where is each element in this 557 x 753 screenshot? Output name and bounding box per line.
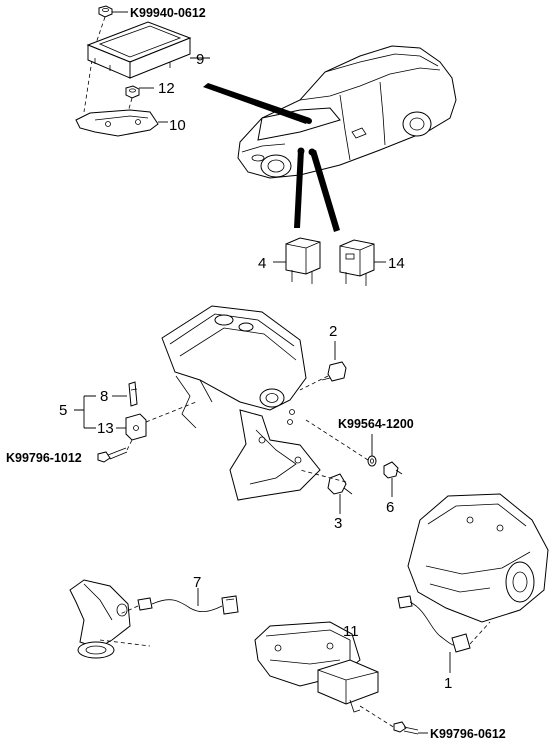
speed-sensor-1-icon <box>397 595 471 653</box>
callout-1: 1 <box>444 675 452 692</box>
car-illustration <box>237 45 457 179</box>
bracket-13-icon <box>125 413 147 441</box>
engine-block-illustration <box>161 305 321 501</box>
callout-6: 6 <box>386 499 394 516</box>
sensor-3-icon <box>327 473 353 495</box>
relay-14-icon <box>339 239 375 286</box>
control-unit-11-icon <box>317 659 379 713</box>
part-code-nut-top: K99940-0612 <box>130 6 206 20</box>
callout-11: 11 <box>343 623 359 640</box>
pointer-arrow-ecu <box>203 83 310 124</box>
callout-4: 4 <box>258 255 266 272</box>
nut-12-icon <box>125 85 140 99</box>
callout-9: 9 <box>196 51 204 68</box>
part-code-bolt-left: K99796-1012 <box>6 451 82 465</box>
sensor-2-icon <box>321 361 347 382</box>
sensor-8-icon <box>128 381 138 407</box>
transaxle-illustration <box>407 493 549 623</box>
pointer-arrow-relay-14 <box>310 150 340 232</box>
exhaust-manifold-illustration <box>69 579 131 659</box>
bolt-bottom-icon <box>393 721 419 735</box>
callout-8: 8 <box>100 388 108 405</box>
part-code-bolt-bottom: K99796-0612 <box>430 727 506 741</box>
bolt-left-icon <box>97 447 128 463</box>
ecu-module-icon <box>86 21 192 79</box>
ecu-bracket-icon <box>75 109 159 137</box>
relay-4-icon <box>285 237 321 284</box>
callout-10: 10 <box>169 117 186 134</box>
callout-7: 7 <box>193 574 201 591</box>
washer-icon <box>367 455 377 467</box>
callout-5: 5 <box>59 402 67 419</box>
callout-13: 13 <box>97 420 114 437</box>
callout-12: 12 <box>158 80 175 97</box>
sensor-6-icon <box>383 461 403 479</box>
callout-3: 3 <box>334 515 342 532</box>
o2-sensor-7-icon <box>137 595 239 615</box>
part-code-washer-mid: K99564-1200 <box>338 417 414 431</box>
nut-top-icon <box>98 5 113 18</box>
callout-2: 2 <box>329 323 337 340</box>
callout-14: 14 <box>388 255 405 272</box>
pointer-arrow-relay-4 <box>294 150 304 228</box>
